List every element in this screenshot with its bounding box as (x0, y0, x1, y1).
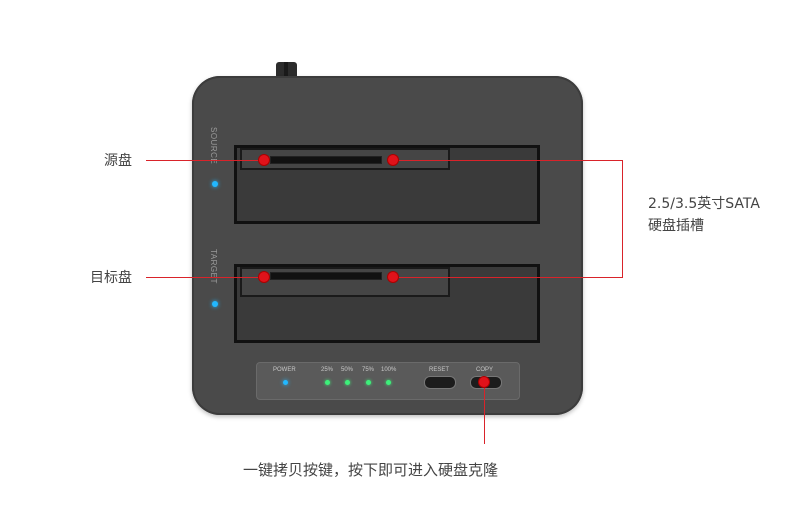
copy-callout-line (484, 382, 485, 444)
slot-callout-bracket (622, 160, 623, 278)
progress-label-100: 100% (381, 367, 397, 373)
progress-led-100 (386, 380, 391, 385)
source-label: SOURCE (209, 127, 218, 165)
copy-label: COPY (476, 367, 494, 373)
target-callout-line (146, 277, 264, 278)
target-left-marker (259, 272, 269, 282)
copy-hint-callout: 一键拷贝按键，按下即可进入硬盘克隆 (243, 461, 499, 479)
power-led (283, 380, 288, 385)
copy-button-marker (479, 377, 489, 387)
reset-button[interactable] (424, 376, 456, 389)
progress-label-50: 50% (341, 367, 354, 373)
source-callout-line (146, 160, 264, 161)
progress-led-75 (366, 380, 371, 385)
slot-callout-line-top (393, 160, 623, 161)
target-label: TARGET (209, 249, 218, 284)
hdd-docking-station (192, 76, 583, 415)
progress-led-25 (325, 380, 330, 385)
progress-led-50 (345, 380, 350, 385)
target-right-marker (388, 272, 398, 282)
source-disk-callout: 源盘 (104, 153, 132, 169)
source-left-marker (259, 155, 269, 165)
source-led (212, 181, 218, 187)
source-right-marker (388, 155, 398, 165)
slot-callout-line2: 硬盘插槽 (648, 218, 704, 234)
slot-callout-line-bottom (393, 277, 623, 278)
progress-label-25: 25% (321, 367, 334, 373)
target-disk-callout: 目标盘 (90, 270, 132, 286)
slot-callout-line1: 2.5/3.5英寸SATA (648, 196, 760, 212)
reset-label: RESET (429, 367, 450, 373)
target-led (212, 301, 218, 307)
progress-label-75: 75% (362, 367, 375, 373)
source-sata-connector (270, 156, 382, 164)
power-label: POWER (273, 367, 296, 373)
power-knob[interactable] (276, 62, 297, 80)
target-sata-connector (270, 272, 382, 280)
